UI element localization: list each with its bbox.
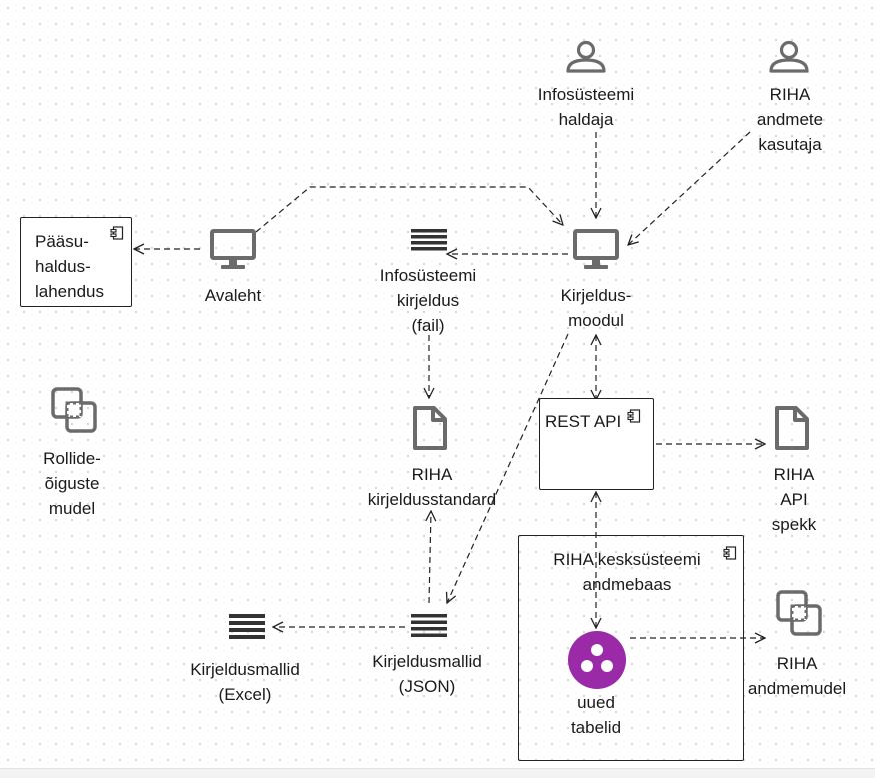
riha-kesksusteemi-andmebaas-label: RIHA kesksüsteemi andmebaas [553,550,701,594]
model-icon[interactable] [775,589,823,637]
riha-kesksusteemi-andmebaas-box[interactable]: RIHA kesksüsteemi andmebaas [518,535,744,761]
monitor-icon[interactable] [209,228,257,272]
paasuhalduslahendus-label: Pääsu- haldus- lahendus [35,232,105,301]
user-icon[interactable] [564,40,608,76]
rest-api-label: REST API [545,412,622,431]
paasuhalduslahendus-box[interactable]: Pääsu- haldus- lahendus [20,217,132,307]
edge-json-standard [429,511,431,604]
kirjeldusmallid-json-label: Kirjeldusmallid (JSON) [372,652,482,696]
edge-kirjeldusmoodul-json [447,333,569,603]
riha-kirjeldusstandard-label: RIHA kirjeldusstandard [367,465,497,509]
uued-tabelid-label: uued tabelid [570,693,622,737]
kirjeldusmallid-excel-label: Kirjeldusmallid (Excel) [190,660,300,704]
document-icon[interactable] [774,405,810,451]
list-icon[interactable] [410,613,448,639]
riha-andmemudel-label: RIHA andmemudel [747,654,847,698]
component-icon [723,546,737,560]
kirjeldusmoodul-label: Kirjeldus- moodul [560,286,632,330]
avaleht-label: Avaleht [204,286,262,305]
component-icon [110,226,124,240]
document-icon[interactable] [412,405,448,451]
monitor-icon[interactable] [572,228,620,272]
list-icon[interactable] [410,228,448,252]
list-icon[interactable] [228,613,266,641]
database-icon[interactable] [567,630,627,690]
riha-andmete-kasutaja-label: RIHA andmete kasutaja [756,85,824,154]
infosusteemi-kirjeldus-label: Infosüsteemi kirjeldus (fail) [379,266,477,335]
rollide-oiguste-mudel-label: Rollide- õiguste mudel [43,449,101,518]
rest-api-box[interactable]: REST API [539,398,654,490]
user-icon[interactable] [767,40,811,76]
model-icon[interactable] [50,386,98,434]
edge-avaleht-kirjeldusmoodul [255,186,563,233]
component-icon [627,409,641,423]
riha-api-spekk-label: RIHA API spekk [771,465,817,534]
edge-kasutaja-kirjeldusmoodul [628,131,751,245]
bottom-strip [0,768,875,778]
infosusteemi-haldaja-label: Infosüsteemi haldaja [537,85,635,129]
